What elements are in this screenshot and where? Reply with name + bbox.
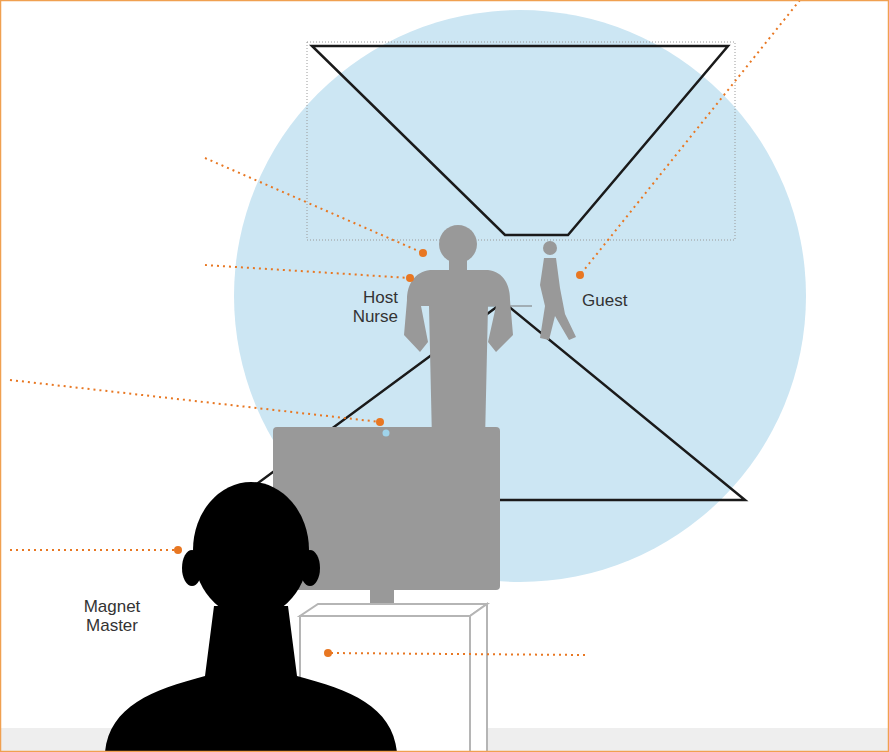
leader-line — [10, 380, 380, 422]
leader-dots — [174, 249, 584, 657]
figure-label: Magnet Master — [77, 597, 147, 635]
leader-line — [205, 158, 423, 253]
magnet-master-figure — [105, 482, 397, 752]
leader-line — [205, 265, 410, 278]
master-ear — [300, 550, 320, 586]
leader-line — [580, 0, 800, 275]
desk-top — [300, 604, 487, 616]
figure-label: Guest — [582, 291, 652, 310]
guest-body — [540, 258, 576, 340]
desk-side — [470, 604, 487, 752]
leader-lines — [10, 0, 800, 655]
master-shoulders — [105, 606, 397, 752]
host-nurse-figure — [404, 225, 513, 440]
guest-head — [543, 241, 557, 255]
master-head — [193, 482, 309, 618]
leader-dot — [419, 249, 427, 257]
monitor — [273, 427, 500, 608]
master-ear — [182, 550, 202, 586]
leader-dot — [576, 271, 584, 279]
webcam — [383, 430, 390, 437]
monitor-screen — [273, 427, 500, 590]
leader-line — [328, 653, 585, 655]
screen-outline — [307, 42, 735, 240]
leader-dot — [376, 418, 384, 426]
host-head — [439, 225, 477, 263]
leader-line — [10, 549, 178, 551]
leader-dot — [324, 649, 332, 657]
leader-dot — [174, 546, 182, 554]
host-body — [404, 270, 513, 440]
guest-figure — [540, 241, 576, 340]
upper-cone — [312, 46, 728, 235]
figure-label: Host Nurse — [338, 288, 398, 326]
leader-dot — [406, 274, 414, 282]
